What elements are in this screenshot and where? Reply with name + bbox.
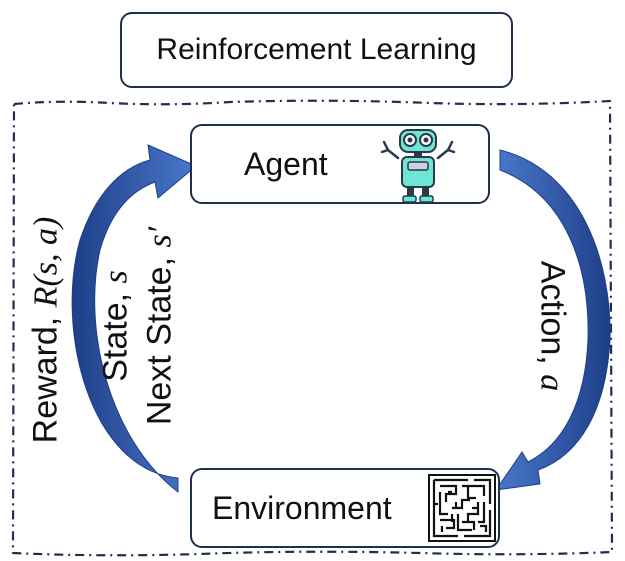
reward-state-arrow	[71, 144, 197, 494]
agent-node: Agent	[190, 124, 490, 204]
action-text: Action,	[533, 260, 572, 375]
robot-icon	[380, 129, 456, 203]
next-state-text: Next State,	[140, 247, 179, 426]
action-symbol: a	[533, 374, 571, 392]
agent-label: Agent	[244, 146, 328, 182]
state-label: State, s	[96, 270, 135, 382]
reward-label: Reward, R(s, a)	[26, 216, 65, 444]
next-state-symbol: s′	[141, 226, 179, 248]
diagram-title: Reinforcement Learning	[156, 33, 477, 66]
state-symbol: s	[97, 270, 135, 284]
action-label: Action, a	[533, 260, 572, 392]
state-text: State,	[96, 283, 135, 382]
environment-label: Environment	[212, 490, 392, 526]
environment-node: Environment	[190, 468, 500, 548]
reward-symbol: R(s, a)	[27, 216, 65, 308]
next-state-label: Next State, s′	[140, 226, 179, 426]
reward-text: Reward,	[26, 307, 65, 444]
action-arrow	[494, 149, 611, 491]
title-box: Reinforcement Learning	[120, 12, 513, 88]
maze-icon	[428, 474, 496, 542]
